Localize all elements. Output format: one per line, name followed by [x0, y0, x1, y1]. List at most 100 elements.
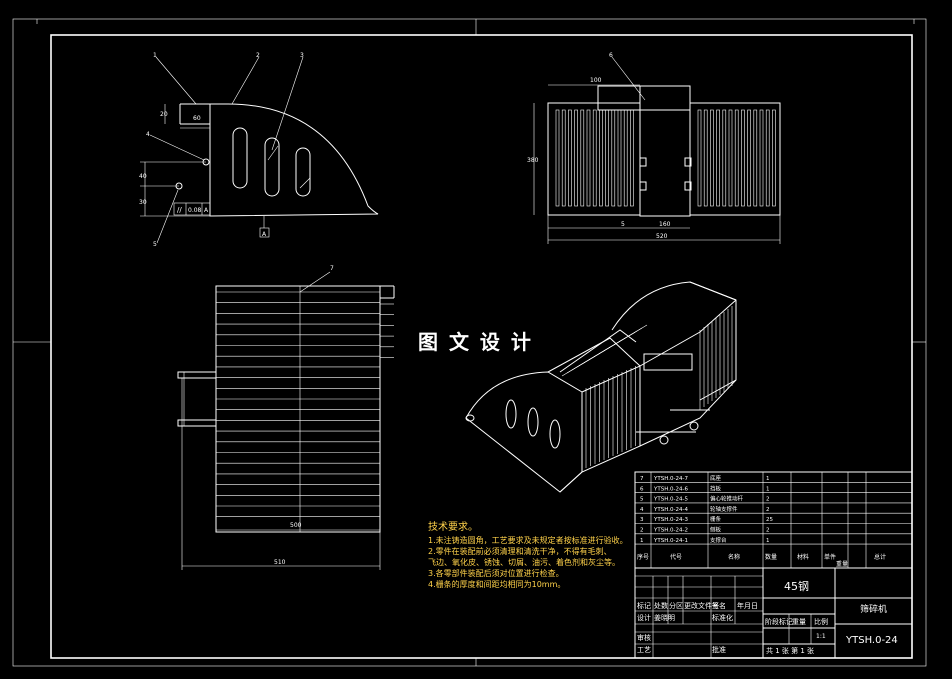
bom-cell: 栅条 — [710, 515, 722, 523]
tech-title: 技术要求。 — [428, 520, 478, 533]
bom-cell: 1 — [766, 486, 770, 492]
label-sign: 签名 — [712, 601, 726, 610]
title-block: 标记 处数 分区 更改文件号 签名 年月日 设计 姜晓明 标准化 审核 工艺 批… — [634, 567, 913, 659]
leader-labels: 1 2 3 4 5 6 7 — [146, 52, 613, 272]
tech-line: 2.零件在装配前必须清理和清洗干净，不得有毛刺、 — [428, 546, 612, 556]
label-design: 设计 — [637, 613, 651, 622]
label-change-doc: 更改文件号 — [684, 601, 719, 610]
leader-number: 7 — [330, 265, 334, 272]
drawing-no: YTSH.0-24 — [845, 635, 898, 646]
bom-cell: 5 — [640, 497, 644, 503]
bom-cell: YTSH.0-24-5 — [653, 497, 688, 503]
bom-cell: 3 — [640, 517, 644, 523]
bom-cell: 底座 — [710, 474, 722, 482]
slot — [759, 109, 764, 207]
dim-side-small-h: 20 — [160, 111, 168, 118]
label-scale: 比例 — [814, 617, 828, 626]
tech-line: 飞边、氧化皮、锈蚀、切屑、油污、着色剂和灰尘等。 — [428, 557, 620, 567]
grille-patterns — [216, 109, 776, 532]
inner-frame — [50, 34, 913, 659]
bom-cell: 2 — [766, 497, 770, 503]
slot — [747, 109, 751, 207]
slot — [741, 109, 745, 207]
tech-line: 4.栅条的厚度和间距均相同为10mm。 — [428, 579, 565, 589]
scale-value: 1:1 — [816, 633, 826, 640]
tolerance-value: 0.08 — [188, 207, 202, 214]
isometric-view — [465, 281, 737, 493]
bom-cell: 2 — [766, 528, 770, 534]
bom-cell: YTSH.0-24-3 — [653, 517, 688, 523]
label-review: 审核 — [637, 633, 651, 642]
slot — [772, 109, 776, 207]
bom-cell: 偏心轮推动杆 — [710, 495, 744, 503]
slot — [605, 109, 609, 207]
bom-cell: YTSH.0-24-1 — [653, 538, 688, 544]
leader-number: 5 — [153, 241, 157, 248]
bom-cell: 挡板 — [710, 484, 722, 492]
top-view — [533, 56, 781, 244]
leader-number: 1 — [153, 52, 157, 59]
dim-top-overall: 520 — [656, 233, 668, 240]
dim-top-mid: 160 — [659, 221, 671, 228]
bom-cell: 25 — [766, 517, 773, 523]
outer-frame — [12, 18, 927, 667]
slot — [568, 109, 572, 207]
label-count: 处数 — [654, 601, 668, 610]
label-date: 年月日 — [737, 601, 758, 610]
slot — [753, 109, 758, 207]
slot — [611, 109, 616, 207]
label-process: 工艺 — [637, 646, 651, 654]
datum-label: A — [262, 231, 267, 238]
slot — [574, 109, 578, 207]
tech-requirements: 技术要求。 1.未注铸造圆角，工艺要求及未规定者按标准进行验收。 2.零件在装配… — [428, 520, 628, 589]
bom-header-unit: 单件 — [824, 553, 836, 561]
slot — [710, 109, 714, 207]
tolerance-symbol: // — [177, 206, 182, 214]
bom-header-qty: 数量 — [765, 553, 777, 561]
dim-top-offset: 5 — [621, 221, 625, 228]
dim-side-small-w: 60 — [193, 115, 201, 122]
watermark-bg — [398, 322, 558, 358]
slot — [555, 109, 560, 207]
bom-header-total: 总计 — [874, 553, 886, 561]
bom-cell: 1 — [640, 538, 644, 544]
slot — [728, 109, 733, 207]
slot — [722, 109, 727, 207]
dim-side-h2: 30 — [139, 199, 147, 206]
label-mark: 标记 — [637, 601, 651, 610]
bom-cell: YTSH.0-24-2 — [653, 528, 688, 534]
slot — [765, 109, 770, 207]
label-weight: 重量 — [792, 618, 806, 626]
slot — [580, 109, 585, 207]
bom-cell: 2 — [640, 528, 644, 534]
bom-cell: 支撑台 — [710, 536, 727, 544]
bom-header-no: 序号 — [637, 553, 649, 561]
slot — [561, 109, 566, 207]
front-view — [177, 271, 395, 570]
tech-line: 3.各零部件装配后须对位置进行检查。 — [428, 568, 564, 578]
tech-line: 1.未注铸造圆角，工艺要求及未规定者按标准进行验收。 — [428, 535, 628, 545]
iso-top-slat — [616, 324, 648, 344]
slot — [703, 109, 708, 207]
slot — [599, 109, 603, 207]
dim-side-h1: 40 — [139, 173, 147, 180]
leader-number: 4 — [146, 131, 150, 138]
slot — [697, 109, 702, 207]
slot — [623, 109, 628, 207]
slot — [630, 109, 634, 207]
slot — [586, 109, 591, 207]
bom-header-weight: 重量 — [836, 560, 848, 568]
slot — [734, 109, 739, 207]
side-view — [140, 56, 379, 244]
leader-number: 6 — [609, 52, 613, 59]
label-stage-mark: 阶段标记 — [765, 617, 793, 626]
bom-cell: YTSH.0-24-6 — [653, 486, 688, 492]
dimension-texts: 100 380 520 5 160 500 510 20 60 40 30 //… — [139, 77, 671, 566]
label-std: 标准化 — [712, 613, 733, 622]
bom-cell: 轮轴支撑件 — [710, 505, 738, 513]
bom-header-mat: 材料 — [797, 553, 809, 561]
bom-cell: 4 — [640, 507, 644, 513]
dim-front-width: 500 — [290, 522, 302, 529]
tolerance-ref: A — [204, 207, 209, 214]
